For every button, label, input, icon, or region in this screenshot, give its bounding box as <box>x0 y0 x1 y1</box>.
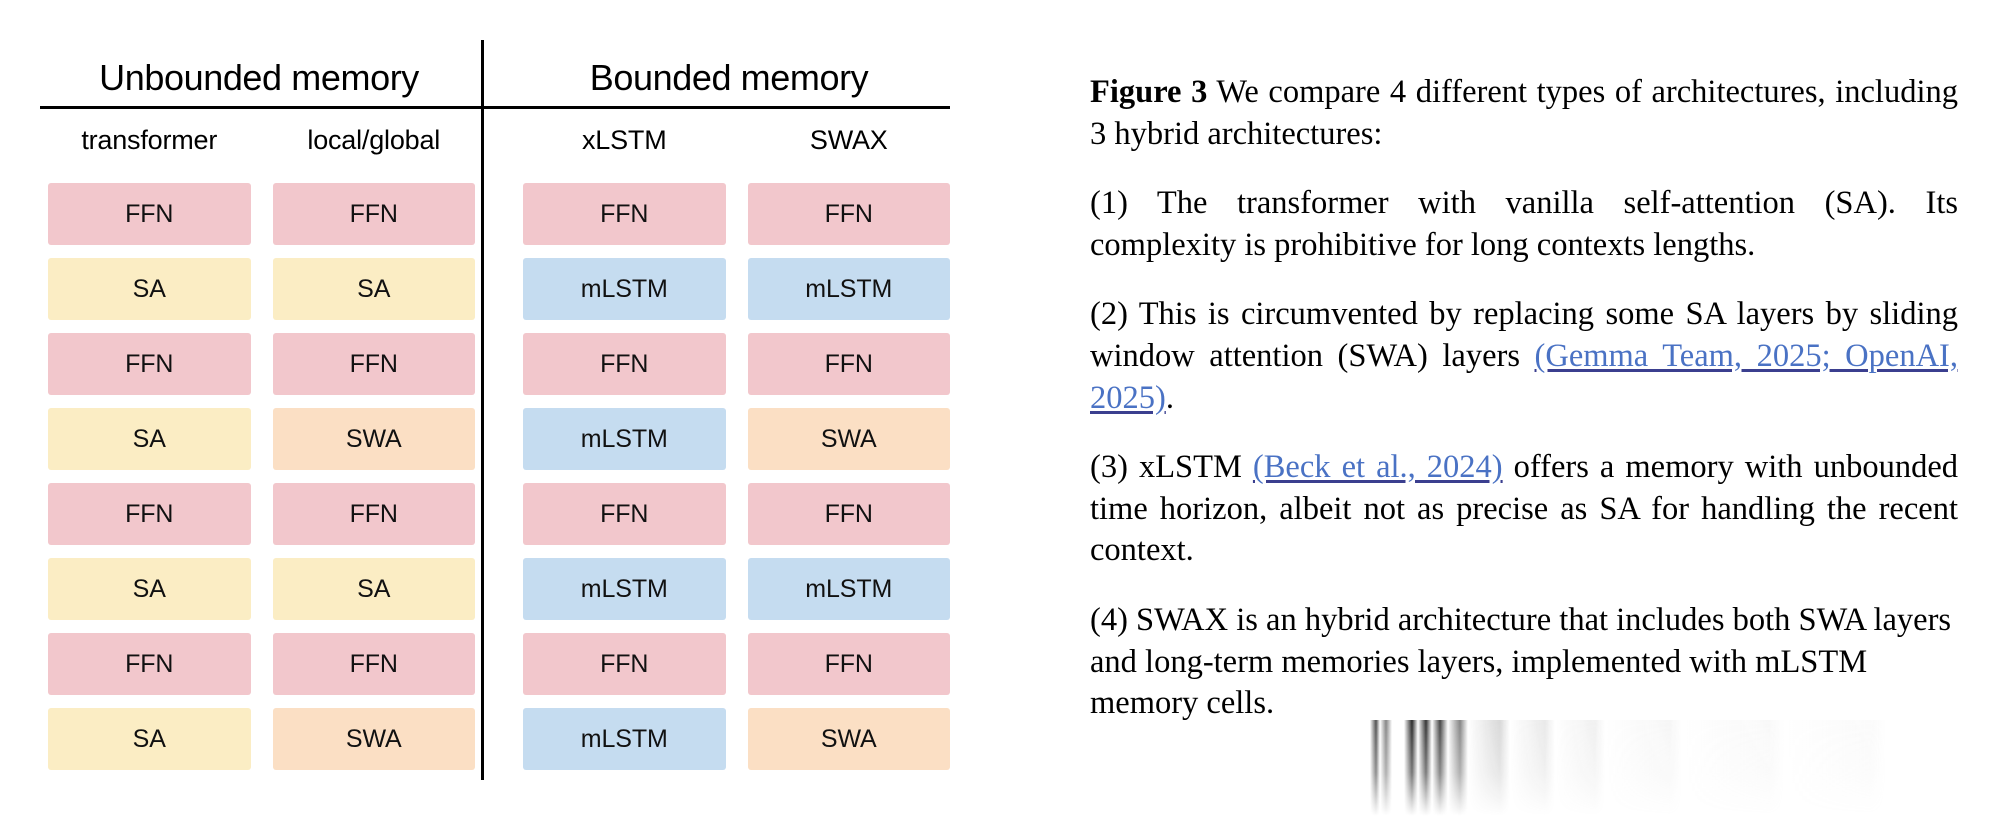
caption-paragraph-2: (2) This is circumvented by replacing so… <box>1090 294 1958 419</box>
layer-block: mLSTM <box>523 708 726 770</box>
column-header-row: transformer local/global xLSTM SWAX <box>40 109 950 171</box>
caption-paragraph-1: (1) The transformer with vanilla self-at… <box>1090 183 1958 266</box>
layer-stack-transformer: FFN SA FFN SA FFN SA FFN SA <box>48 183 251 770</box>
group-vertical-divider <box>481 40 484 780</box>
column-header-swax: SWAX <box>809 124 888 155</box>
layer-block: FFN <box>272 333 475 395</box>
layer-block: SA <box>48 408 251 470</box>
layer-block: FFN <box>523 183 726 245</box>
layer-block: FFN <box>272 183 475 245</box>
layer-stack-swax: FFN mLSTM FFN SWA FFN mLSTM FFN SWA <box>747 183 950 770</box>
layer-block: FFN <box>523 333 726 395</box>
layer-block: SA <box>48 258 251 320</box>
layer-block: SA <box>48 708 251 770</box>
layer-block: FFN <box>747 483 950 545</box>
layer-block: FFN <box>48 483 251 545</box>
caption-text-post: offers a memory with unbounded time hori… <box>1090 449 1958 569</box>
layer-block: mLSTM <box>523 408 726 470</box>
caption-text-pre: (3) xLSTM <box>1090 449 1253 486</box>
layer-block: SWA <box>747 708 950 770</box>
layer-block: FFN <box>523 633 726 695</box>
layer-stack-local-global: FFN SA FFN SWA FFN SA FFN SWA <box>272 183 475 770</box>
layer-block: mLSTM <box>523 258 726 320</box>
architecture-diagram: Unbounded memory Bounded memory transfor… <box>40 40 950 780</box>
layer-stacks: FFN SA FFN SA FFN SA FFN SA FFN SA FFN S… <box>40 183 950 770</box>
column-header-transformer: transformer <box>81 124 218 155</box>
layer-block: FFN <box>272 633 475 695</box>
layer-block: SWA <box>747 408 950 470</box>
caption-text-pre: (2) This is circumvented by replacing so… <box>1090 296 1958 374</box>
layer-block: SWA <box>272 408 475 470</box>
caption-paragraph-4: (4) SWAX is an hybrid architecture that … <box>1090 600 1958 725</box>
layer-stack-xlstm: FFN mLSTM FFN mLSTM FFN mLSTM FFN mLSTM <box>523 183 726 770</box>
group-header-unbounded-memory: Unbounded memory <box>99 57 419 98</box>
layer-block: FFN <box>747 633 950 695</box>
caption-intro-text: We compare 4 different types of architec… <box>1090 74 1958 152</box>
layer-block: mLSTM <box>523 558 726 620</box>
figure-label: Figure 3 <box>1090 74 1208 110</box>
architecture-diagram-panel: Unbounded memory Bounded memory transfor… <box>40 40 950 780</box>
caption-text-pre: (1) The transformer with vanilla self-at… <box>1090 185 1958 263</box>
citation-link-beck[interactable]: (Beck et al., 2024) <box>1252 449 1503 486</box>
layer-block: mLSTM <box>747 258 950 320</box>
layer-block: SWA <box>272 708 475 770</box>
layer-block: FFN <box>747 183 950 245</box>
figure-caption-panel: Figure 3 We compare 4 different types of… <box>1040 0 2008 834</box>
render-streak-artifact <box>1370 720 1930 816</box>
caption-paragraph-3: (3) xLSTM (Beck et al., 2024) offers a m… <box>1090 447 1958 572</box>
group-header-row: Unbounded memory Bounded memory <box>40 40 950 102</box>
layer-block: mLSTM <box>747 558 950 620</box>
layer-block: FFN <box>747 333 950 395</box>
layer-block: SA <box>48 558 251 620</box>
layer-block: FFN <box>48 333 251 395</box>
layer-block: FFN <box>523 483 726 545</box>
caption-text-post: . <box>1165 379 1174 416</box>
group-header-bounded-memory: Bounded memory <box>589 57 869 98</box>
header-horizontal-rule <box>40 106 950 109</box>
caption-intro-paragraph: Figure 3 We compare 4 different types of… <box>1090 72 1958 155</box>
layer-block: SA <box>272 258 475 320</box>
column-header-local-global: local/global <box>307 124 441 155</box>
layer-block: FFN <box>48 633 251 695</box>
layer-block: SA <box>272 558 475 620</box>
layer-block: FFN <box>272 483 475 545</box>
layer-block: FFN <box>48 183 251 245</box>
citation-link-gemma-openai[interactable]: (Gemma Team, 2025; OpenAI, 2025) <box>1090 337 1958 416</box>
column-header-xlstm: xLSTM <box>581 124 667 155</box>
caption-text-pre: (4) SWAX is an hybrid architecture that … <box>1090 601 1952 722</box>
